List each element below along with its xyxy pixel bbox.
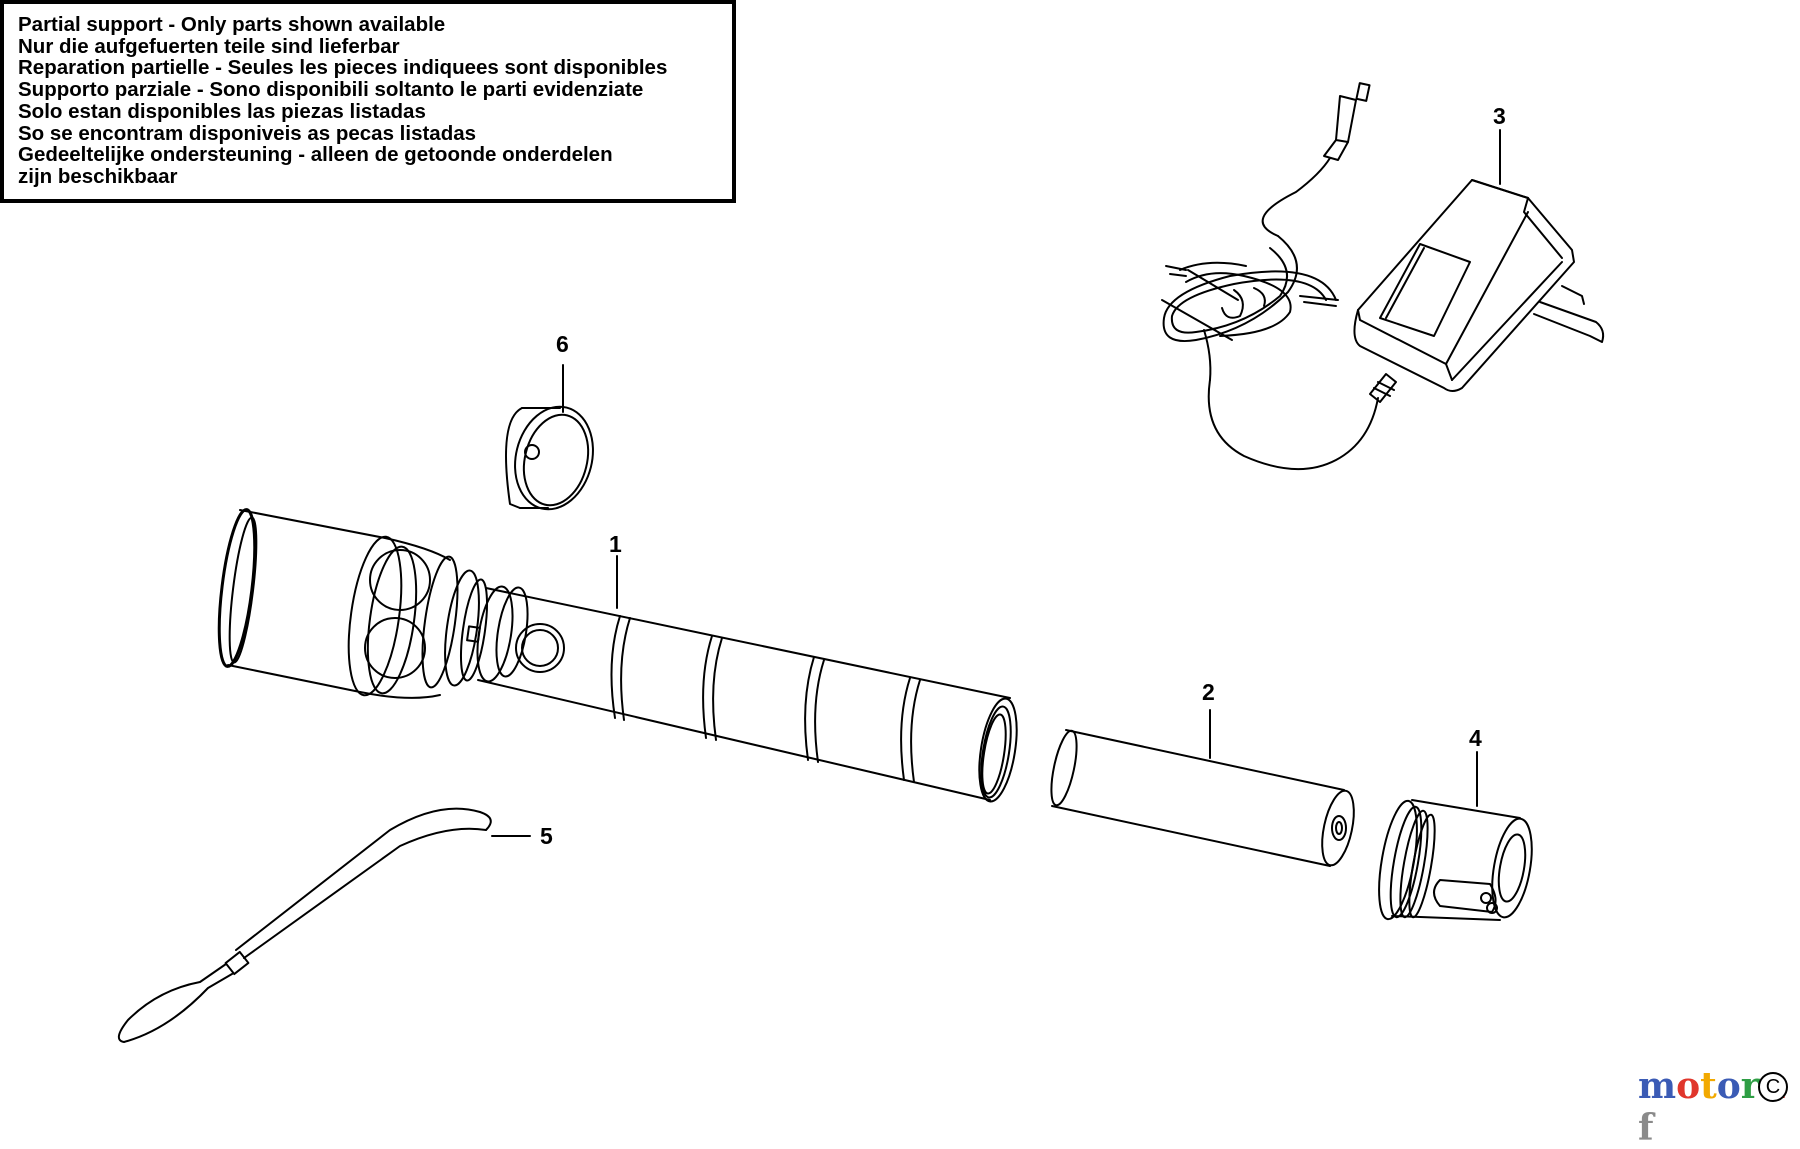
corner-symbol: C: [1758, 1072, 1788, 1102]
watermark-letter: f: [1638, 1107, 1654, 1149]
callout-part-2: 2: [1202, 679, 1215, 705]
callout-leader-lines: [491, 129, 1501, 837]
callout-part-4: 4: [1469, 725, 1482, 751]
bezel-ring-icon: [505, 405, 594, 511]
notice-line-pt: So se encontram disponiveis as pecas lis…: [18, 121, 477, 145]
notice-line-en: Partial support - Only parts shown avail…: [18, 13, 446, 36]
watermark-letter: t: [1700, 1065, 1717, 1107]
flashlight-body-icon: [217, 508, 1018, 803]
partial-support-notice: Partial support - Only parts shown avail…: [0, 0, 736, 203]
notice-line-fr: Reparation partielle - Seules les pieces…: [18, 56, 668, 80]
callout-part-5: 5: [540, 823, 553, 849]
notice-line-nl-cont: zijn beschikbaar: [18, 164, 178, 188]
notice-line-de: Nur die aufgefuerten teile sind lieferba…: [18, 34, 400, 58]
wrist-strap-icon: [117, 807, 492, 1043]
callout-part-1: 1: [609, 531, 622, 557]
watermark-letter: o: [1716, 1065, 1741, 1107]
exploded-parts-diagram: 6 1 2 3 4 5: [117, 82, 1605, 1043]
watermark-letter: o: [1676, 1065, 1701, 1107]
watermark-letter: r: [1740, 1065, 1760, 1107]
callout-part-3: 3: [1493, 103, 1506, 129]
callout-part-6: 6: [556, 331, 569, 357]
watermark-letter: m: [1638, 1065, 1677, 1107]
charger-adapter-icon: [1161, 82, 1605, 470]
notice-line-nl: Gedeeltelijke ondersteuning - alleen de …: [18, 143, 613, 167]
end-cap-icon: [1378, 799, 1533, 921]
notice-line-it: Supporto parziale - Sono disponibili sol…: [18, 78, 644, 102]
battery-icon: [1050, 729, 1355, 867]
notice-line-es: Solo estan disponibles las piezas listad…: [18, 99, 426, 123]
